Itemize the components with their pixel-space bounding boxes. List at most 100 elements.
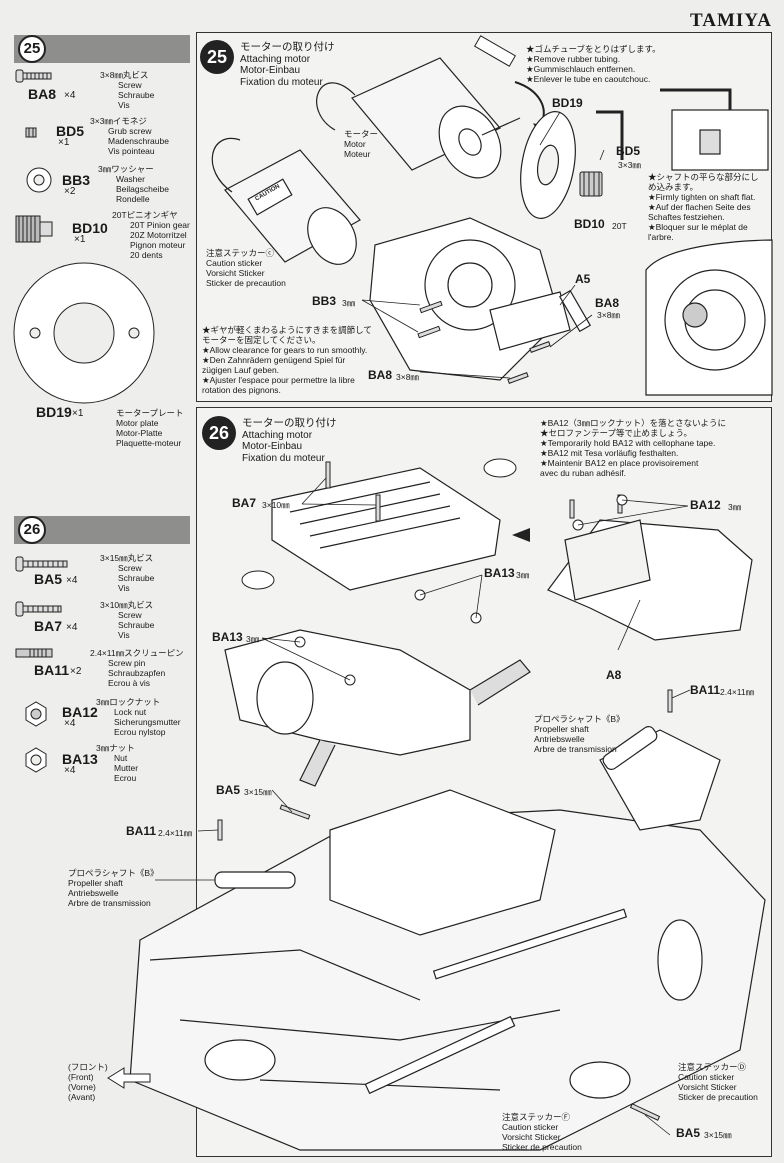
label-ba11-left: BA11 (126, 824, 157, 838)
label-bd10: BD10 (574, 217, 605, 231)
note-shaft-flat: ★シャフトの平らな部分にしめ込みます。★Firmly tighten on sh… (648, 172, 759, 242)
note-hold-ba12: ★BA12（3㎜ロックナット）を落とさないように★セロファンテープ等で止めましょ… (540, 418, 726, 478)
step25-motor-lower (211, 137, 361, 265)
label-ba12-size: 3㎜ (728, 502, 742, 512)
bd5-qty: ×1 (58, 137, 70, 148)
step26-propeller-shafts (214, 725, 658, 889)
label-bd5-size: 3×3㎜ (618, 160, 641, 170)
label-ba11-right: BA11 (690, 683, 721, 697)
ba13-code: BA13 (62, 751, 98, 767)
label-bd10-size: 20T (612, 221, 627, 231)
front-label: (フロント)(Front)(Vorne)(Avant) (68, 1062, 108, 1102)
label-bd5: BD5 (616, 144, 641, 158)
label-ba5-upper: BA5 (216, 783, 241, 797)
ba11-qty: ×2 (70, 666, 82, 677)
ba8-screw-icon (15, 69, 52, 83)
bb3-code: BB3 (62, 172, 91, 188)
hex-wrench-icon (596, 88, 732, 160)
label-bb3: BB3 (312, 294, 337, 308)
bd19-qty: ×1 (72, 408, 84, 419)
label-ba12: BA12 (690, 498, 721, 512)
step26-chassis-plate-a8 (547, 519, 753, 641)
label-ba5-lower: BA5 (676, 1126, 701, 1140)
step26-motor-cover (271, 467, 501, 591)
step26-arrow (512, 528, 530, 542)
label-ba5-lower-size: 3×15㎜ (704, 1130, 732, 1140)
ba5-screw-icon (15, 556, 68, 572)
note-remove-tube: ★ゴムチューブをとりはずします。★Remove rubber tubing.★G… (526, 44, 661, 84)
note-gear-clearance: ★ギヤが軽くまわるようにすきまを調節してモーターを固定してください。★Allow… (202, 325, 372, 395)
ba7-screw-icon (15, 601, 62, 617)
step26-gearbox (224, 629, 531, 787)
ba12-lock-nut-icon (25, 701, 47, 727)
front-arrow-icon (107, 1067, 151, 1089)
brand-logo: TAMIYA (689, 10, 772, 31)
ba8-code: BA8 (28, 86, 57, 102)
bd10-pinion-gear-icon (15, 215, 53, 243)
ba11-code: BA11 (34, 662, 70, 678)
label-ba5-upper-size: 3×15㎜ (244, 787, 272, 797)
bd19-code: BD19 (36, 404, 72, 420)
label-ba13-lower: BA13 (212, 630, 243, 644)
label-ba11-left-size: 2.4×11㎜ (158, 828, 193, 838)
label-ba7: BA7 (232, 496, 257, 510)
label-ba13-upper-size: 3㎜ (516, 570, 530, 580)
label-ba7-size: 3×10㎜ (262, 500, 290, 510)
step25-screws (417, 300, 551, 384)
ba11-screw-pin-icon (15, 648, 53, 658)
label-ba8-lower-size: 3×8㎜ (396, 372, 419, 382)
bd5-code: BD5 (56, 123, 85, 139)
step-25-parts-number: 25 (18, 35, 46, 63)
gearbox-inset-detail (645, 239, 773, 396)
ba7-code: BA7 (34, 618, 63, 634)
label-a5: A5 (575, 272, 591, 286)
bd19-motor-plate-icon (13, 262, 155, 404)
ba5-code: BA5 (34, 571, 63, 587)
step25-motor-top (316, 57, 521, 179)
step25-gearbox (369, 217, 592, 381)
label-ba8-lower: BA8 (368, 368, 393, 382)
bb3-washer-icon (26, 167, 52, 193)
bd10-code: BD10 (72, 220, 108, 236)
step-26-number: 26 (202, 416, 236, 450)
ba5-qty: ×4 (66, 575, 78, 586)
label-ba8: BA8 (595, 296, 620, 310)
ba12-code: BA12 (62, 704, 98, 720)
label-ba13-lower-size: 3㎜ (246, 634, 260, 644)
detail-gear-inset (671, 109, 769, 171)
label-a8: A8 (606, 668, 622, 682)
ba12-qty: ×4 (64, 718, 76, 729)
step-25-number: 25 (200, 40, 234, 74)
ba13-qty: ×4 (64, 765, 76, 776)
step26-leader-lines (155, 477, 691, 1136)
step26-chassis-overview (129, 729, 766, 1151)
motor-plate-bd19-drawing (520, 111, 576, 219)
pinion-bd10-drawing (579, 171, 603, 197)
bb3-qty: ×2 (64, 186, 76, 197)
label-ba8-size: 3×8㎜ (597, 310, 620, 320)
bd10-qty: ×1 (74, 234, 86, 245)
step26-motor-cans (241, 458, 517, 590)
bd5-grub-screw-icon (25, 127, 37, 138)
step-26-parts-number: 26 (18, 516, 46, 544)
label-bd19: BD19 (552, 96, 583, 110)
ba7-qty: ×4 (66, 622, 78, 633)
step25-leader-lines (361, 111, 605, 379)
